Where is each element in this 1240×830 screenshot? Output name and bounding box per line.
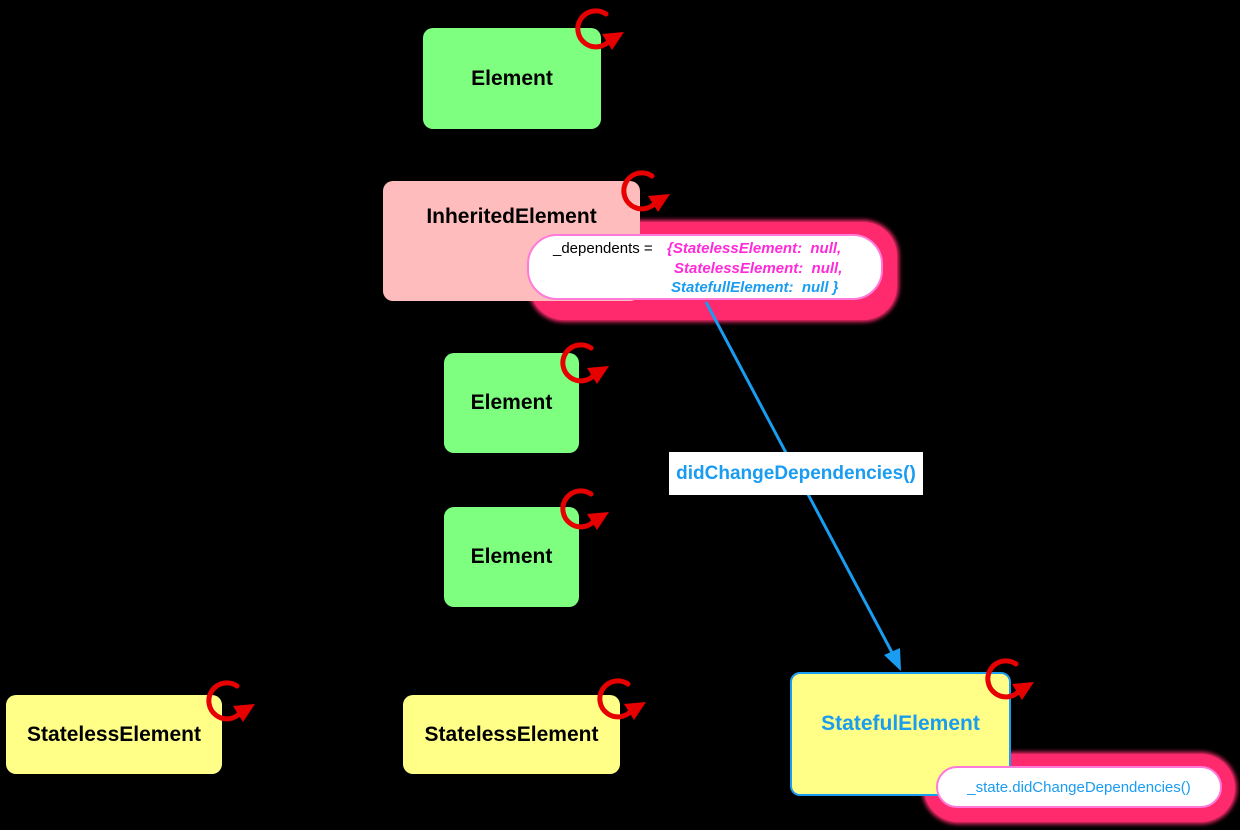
state-call-pill: _state.didChangeDependencies() — [936, 766, 1222, 808]
stateful-element-label: StatefulElement — [821, 712, 980, 735]
dependents-entry-2: StatelessElement: null, — [674, 260, 843, 277]
element-top-label: Element — [471, 66, 553, 90]
element-mid2-label: Element — [470, 545, 553, 568]
inherited-element-label: InheritedElement — [426, 205, 597, 228]
stateless-left-node: StatelessElement — [6, 695, 222, 774]
dependents-prefix: _dependents = — [553, 240, 657, 257]
stateless-left-label: StatelessElement — [27, 722, 201, 746]
state-call-text: _state.didChangeDependencies() — [967, 778, 1191, 796]
rebuild-icon — [597, 678, 646, 720]
stateless-center-label: StatelessElement — [424, 722, 599, 746]
did-change-dependencies-text: didChangeDependencies() — [676, 462, 916, 484]
rebuild-icon — [575, 8, 624, 50]
dependents-entry-3: StatefullElement: null } — [671, 279, 839, 296]
did-change-dependencies-label: didChangeDependencies() — [669, 452, 923, 495]
stateless-center-node: StatelessElement — [403, 695, 620, 774]
rebuild-icon — [560, 342, 609, 384]
dependents-entry-1: {StatelessElement: null, — [667, 240, 842, 257]
element-mid1-node: Element — [444, 353, 579, 453]
arrow-head-icon — [884, 648, 901, 671]
rebuild-icon — [621, 170, 670, 212]
element-mid1-label: Element — [470, 391, 553, 414]
dependents-map: _dependents = {StatelessElement: null, S… — [527, 234, 883, 300]
rebuild-icon — [985, 658, 1034, 700]
element-mid2-node: Element — [444, 507, 579, 607]
rebuild-icon — [560, 488, 609, 530]
element-top-node: Element — [423, 28, 601, 129]
rebuild-icon — [206, 680, 255, 722]
